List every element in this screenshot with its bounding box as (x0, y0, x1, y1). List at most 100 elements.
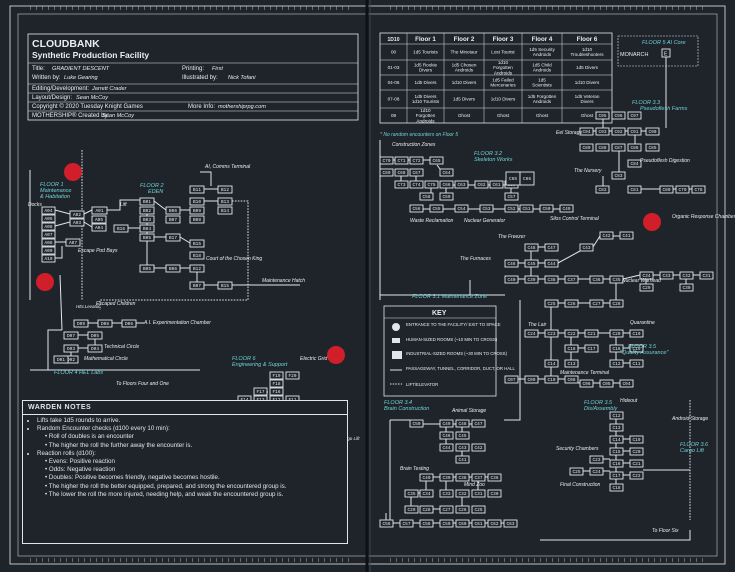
room-C18[interactable] (564, 344, 579, 353)
room-C57[interactable] (399, 519, 414, 528)
room-C42[interactable] (599, 231, 614, 240)
room-C62[interactable] (487, 519, 502, 528)
room-D09[interactable] (73, 319, 89, 328)
room-C33[interactable] (659, 271, 674, 280)
room-C56[interactable] (409, 204, 424, 213)
room-C97[interactable] (627, 111, 642, 120)
room-C56[interactable] (379, 519, 394, 528)
entrance-marker-floor6[interactable] (327, 346, 345, 364)
room-C13[interactable] (609, 423, 624, 432)
room-C25[interactable] (544, 299, 559, 308)
room-C58[interactable] (419, 519, 434, 528)
room-A03[interactable] (69, 218, 85, 227)
room-F17[interactable] (253, 387, 268, 396)
room-A06[interactable] (41, 222, 56, 231)
room-A10[interactable] (41, 254, 56, 263)
room-C49[interactable] (559, 204, 574, 213)
room-C88[interactable] (595, 143, 610, 152)
room-C30[interactable] (487, 489, 502, 498)
room-C12[interactable] (609, 359, 624, 368)
room-C38[interactable] (544, 275, 559, 284)
room-C32[interactable] (455, 489, 470, 498)
room-C22[interactable] (629, 471, 644, 480)
room-A09[interactable] (41, 246, 56, 255)
room-C27[interactable] (589, 299, 604, 308)
room-D08[interactable] (97, 319, 113, 328)
room-C59[interactable] (439, 192, 454, 201)
room-C72[interactable] (409, 156, 424, 165)
room-C93[interactable] (595, 127, 610, 136)
room-C89[interactable] (579, 143, 594, 152)
room-D03[interactable] (63, 344, 79, 353)
room-A05[interactable] (91, 215, 107, 224)
room-F16[interactable] (269, 387, 284, 396)
room-B18[interactable] (189, 251, 205, 260)
room-C17[interactable] (584, 344, 599, 353)
room-C18[interactable] (609, 483, 624, 492)
room-C15[interactable] (609, 447, 624, 456)
room-C50[interactable] (409, 419, 424, 428)
room-C29[interactable] (639, 283, 654, 292)
room-C42[interactable] (471, 443, 486, 452)
room-C08[interactable] (564, 375, 579, 384)
room-C23[interactable] (589, 455, 604, 464)
room-C92[interactable] (611, 127, 626, 136)
room-C48[interactable] (524, 243, 539, 252)
room-C37[interactable] (564, 275, 579, 284)
room-C24[interactable] (524, 329, 539, 338)
room-C53[interactable] (479, 204, 494, 213)
room-C19[interactable] (629, 435, 644, 444)
room-C05[interactable] (599, 379, 614, 388)
room-B04[interactable] (139, 224, 155, 233)
room-C07[interactable] (504, 375, 519, 384)
room-C25[interactable] (569, 467, 584, 476)
room-B09[interactable] (189, 206, 205, 215)
room-C35[interactable] (609, 275, 624, 284)
room-A01[interactable] (91, 206, 108, 215)
room-C74[interactable] (409, 180, 424, 189)
room-C57[interactable] (504, 192, 519, 201)
room-C46[interactable] (504, 259, 519, 268)
room-C60[interactable] (455, 519, 470, 528)
room-C47[interactable] (471, 419, 486, 428)
room-C37[interactable] (471, 473, 486, 482)
room-C55[interactable] (429, 204, 444, 213)
room-C11[interactable] (629, 359, 644, 368)
room-B16[interactable] (113, 224, 129, 233)
room-C81[interactable] (627, 185, 642, 194)
room-C13[interactable] (564, 359, 579, 368)
room-A08[interactable] (41, 238, 56, 247)
room-C64[interactable] (439, 168, 454, 177)
room-C71[interactable] (394, 156, 409, 165)
room-C52[interactable] (504, 204, 519, 213)
room-C26[interactable] (455, 505, 470, 514)
room-C26[interactable] (564, 299, 579, 308)
room-A07[interactable] (65, 238, 81, 247)
room-C63[interactable] (503, 519, 518, 528)
room-C65[interactable] (429, 156, 444, 165)
room-B05[interactable] (139, 264, 155, 273)
room-C35[interactable] (404, 489, 419, 498)
room-C87[interactable] (611, 143, 626, 152)
room-C20[interactable] (609, 329, 624, 338)
room-C45[interactable] (524, 259, 539, 268)
room-A04[interactable] (91, 223, 107, 232)
room-C43[interactable] (579, 243, 594, 252)
room-B05[interactable] (139, 233, 155, 242)
room-B12[interactable] (217, 185, 233, 194)
room-F19[interactable] (269, 371, 284, 380)
room-D01[interactable] (53, 355, 69, 364)
room-C21[interactable] (584, 329, 599, 338)
room-C39[interactable] (524, 275, 539, 284)
room-C31[interactable] (471, 489, 486, 498)
room-D05[interactable] (87, 331, 103, 340)
room-C15[interactable] (629, 344, 644, 353)
room-C43[interactable] (455, 443, 470, 452)
room-C44[interactable] (544, 259, 559, 268)
room-C47[interactable] (544, 243, 559, 252)
room-C90[interactable] (645, 127, 660, 136)
room-C32[interactable] (679, 271, 694, 280)
room-C41[interactable] (455, 455, 470, 464)
room-C06[interactable] (579, 379, 594, 388)
room-C16[interactable] (609, 344, 624, 353)
